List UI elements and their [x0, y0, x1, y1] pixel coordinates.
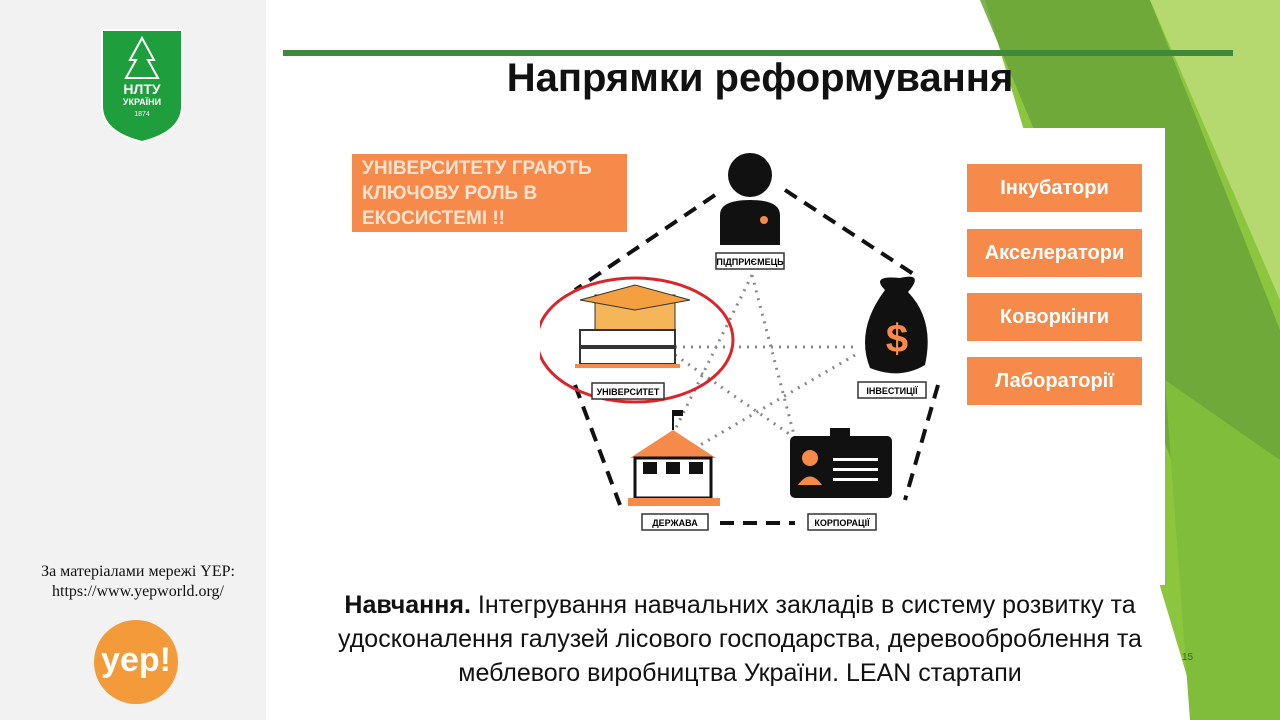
box-coworkings: Коворкінги	[967, 293, 1142, 341]
highlight-circle	[540, 276, 735, 404]
callout-line: ЕКОСИСТЕМІ !!	[362, 208, 505, 229]
page-number: 15	[1182, 652, 1194, 663]
bottom-body: Інтегрування навчальних закладів в систе…	[338, 591, 1142, 687]
callout-line: КЛЮЧОВУ РОЛЬ В	[362, 183, 538, 204]
dollar-icon: $	[886, 317, 908, 361]
bottom-bold: Навчання.	[344, 591, 471, 619]
svg-text:1874: 1874	[134, 111, 150, 118]
entrepreneur-icon	[720, 153, 780, 245]
node-state: ДЕРЖАВА	[652, 518, 698, 528]
source-line: За матеріалами мережі YEP:	[41, 563, 235, 580]
box-incubators: Інкубатори	[967, 164, 1142, 212]
source-note: За матеріалами мережі YEP: https://www.y…	[10, 562, 266, 602]
ecosystem-diagram: ПІДПРИЄМЕЦЬ УНІВЕРСИТЕТ $ ІНВЕСТИЦІЇ ДЕР…	[540, 153, 940, 531]
box-laboratories: Лабораторії	[967, 357, 1142, 405]
svg-text:НЛТУ: НЛТУ	[123, 81, 160, 97]
source-url: https://www.yepworld.org/	[52, 583, 224, 600]
pentagon-dashes	[573, 188, 940, 525]
money-bag-icon: $	[865, 276, 928, 374]
node-university: УНІВЕРСИТЕТ	[597, 387, 660, 397]
callout-box: УНІВЕРСИТЕТУ ГРАЮТЬ КЛЮЧОВУ РОЛЬ В ЕКОСИ…	[352, 154, 627, 232]
callout-line: УНІВЕРСИТЕТУ ГРАЮТЬ	[362, 158, 592, 179]
svg-text:УКРАЇНИ: УКРАЇНИ	[123, 97, 161, 107]
id-card-icon	[790, 428, 892, 498]
node-corporations: КОРПОРАЦІЇ	[814, 518, 870, 528]
university-icon	[575, 284, 691, 368]
box-accelerators: Акселератори	[967, 229, 1142, 277]
node-entrepreneur: ПІДПРИЄМЕЦЬ	[716, 257, 784, 267]
university-logo: НЛТУ УКРАЇНИ 1874	[101, 29, 183, 144]
yep-logo: yep!	[94, 620, 178, 704]
title-rule	[283, 50, 1233, 56]
government-icon	[628, 410, 720, 506]
node-investments: ІНВЕСТИЦІЇ	[866, 386, 918, 396]
bottom-text: Навчання. Інтегрування навчальних заклад…	[310, 588, 1170, 690]
slide-title: Напрямки реформування	[506, 56, 1014, 100]
